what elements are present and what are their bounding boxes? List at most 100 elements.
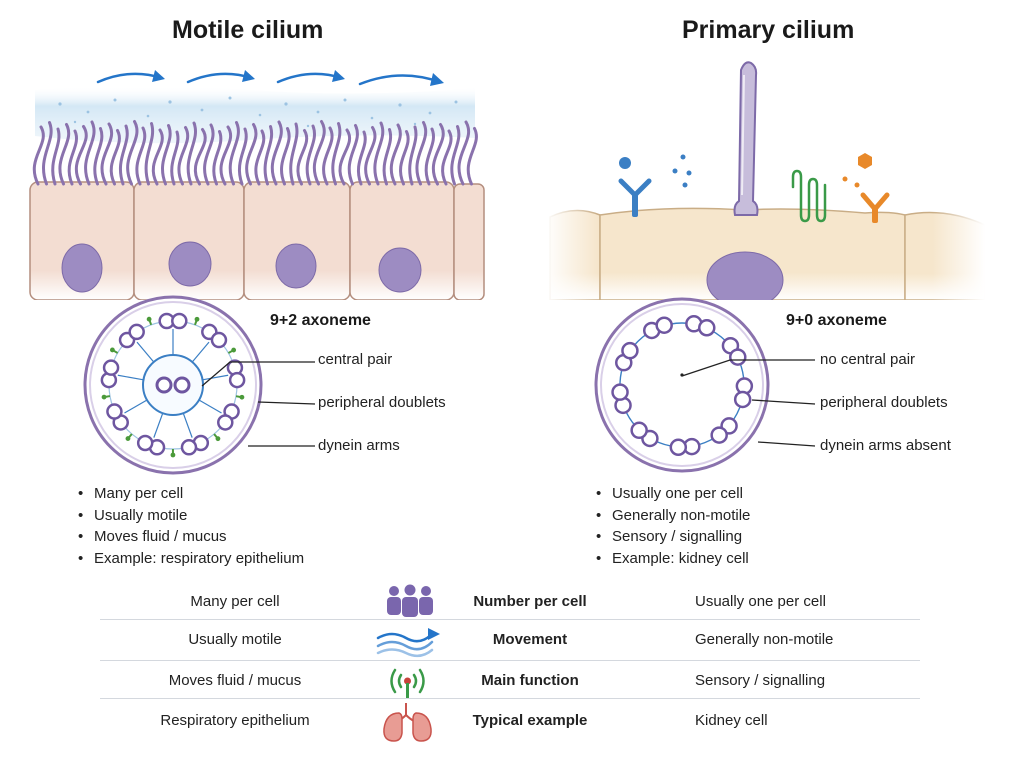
list-item: Usually motile bbox=[76, 505, 304, 527]
list-item: Generally non-motile bbox=[594, 505, 750, 527]
signal-antenna-icon bbox=[390, 668, 425, 699]
primary-cilium-title: Primary cilium bbox=[682, 16, 855, 44]
cilium bbox=[32, 125, 45, 186]
cilium bbox=[161, 124, 172, 186]
cilium bbox=[126, 120, 139, 186]
cilium bbox=[312, 120, 326, 186]
cilium bbox=[109, 129, 121, 186]
lungs-icon bbox=[383, 703, 432, 742]
cilium bbox=[296, 129, 309, 186]
cilium bbox=[457, 120, 471, 186]
motile-bullet-list: Many per cell Usually motile Moves fluid… bbox=[76, 483, 304, 570]
table-cell-primary: Sensory / signalling bbox=[695, 672, 826, 689]
central-pair bbox=[155, 376, 191, 394]
list-item: Sensory / signalling bbox=[594, 526, 750, 548]
cilium bbox=[118, 124, 129, 186]
microtubule-doublet bbox=[170, 434, 210, 458]
list-item: Moves fluid / mucus bbox=[76, 526, 304, 548]
table-row: Many per cell Number per cell Usually on… bbox=[100, 582, 920, 622]
table-row: Usually motile Movement Generally non-mo… bbox=[100, 620, 920, 660]
microtubule-doublet bbox=[642, 316, 673, 340]
axoneme-9-2-leaders bbox=[201, 361, 316, 447]
orange-receptor-icon bbox=[842, 153, 890, 223]
microtubule-doublet bbox=[669, 437, 701, 457]
table-cell-feature: Number per cell bbox=[473, 593, 587, 610]
cilium bbox=[42, 121, 53, 186]
wave-arrow-icon bbox=[376, 628, 440, 658]
callout-peripheral-doublets-primary: peripheral doublets bbox=[820, 394, 948, 411]
cilium bbox=[254, 129, 266, 186]
radial-spoke bbox=[198, 399, 222, 414]
microtubule-doublet bbox=[733, 377, 754, 409]
list-item: Example: respiratory epithelium bbox=[76, 548, 304, 570]
row-divider bbox=[100, 660, 920, 661]
cilium bbox=[399, 130, 410, 186]
list-item: Many per cell bbox=[76, 483, 304, 505]
blue-receptor-icon bbox=[618, 157, 652, 217]
cilium bbox=[347, 124, 359, 186]
cilium bbox=[170, 130, 180, 186]
radial-spoke bbox=[182, 412, 193, 438]
cilium bbox=[144, 122, 155, 186]
motile-cilium-title: Motile cilium bbox=[172, 16, 324, 44]
cilium bbox=[67, 129, 78, 186]
mucus-flow-arrows bbox=[96, 70, 444, 86]
table-cell-motile: Respiratory epithelium bbox=[160, 712, 310, 729]
cilium bbox=[74, 125, 88, 186]
primary-cilium-shaft bbox=[733, 61, 759, 216]
cilium bbox=[289, 122, 299, 186]
cilium bbox=[84, 120, 96, 186]
cilium bbox=[431, 123, 445, 186]
table-cell-motile: Many per cell bbox=[190, 593, 280, 610]
radial-spoke bbox=[153, 412, 164, 438]
list-item: Example: kidney cell bbox=[594, 548, 750, 570]
cilium bbox=[338, 128, 351, 186]
cilium bbox=[186, 121, 197, 186]
cilium bbox=[151, 128, 164, 186]
cilium bbox=[441, 129, 453, 186]
motile-epithelium-illustration bbox=[29, 70, 485, 300]
list-item: Usually one per cell bbox=[594, 483, 750, 505]
people-icon bbox=[387, 584, 433, 617]
cilium bbox=[58, 123, 71, 186]
table-cell-motile: Usually motile bbox=[188, 631, 282, 648]
microtubule-doublet bbox=[630, 421, 659, 448]
microtubule-doublet bbox=[158, 312, 200, 330]
cilium bbox=[357, 130, 367, 186]
row-divider bbox=[100, 619, 920, 620]
microtubule-doublet bbox=[226, 359, 246, 400]
cilium bbox=[305, 124, 316, 186]
cilium bbox=[389, 123, 402, 186]
cilium bbox=[219, 125, 232, 186]
axoneme-9-0-diagram bbox=[594, 297, 770, 473]
row-divider bbox=[100, 698, 920, 699]
cilium bbox=[331, 122, 342, 186]
radial-spoke bbox=[191, 341, 210, 363]
table-cell-motile: Moves fluid / mucus bbox=[168, 672, 302, 689]
epithelial-cells bbox=[29, 181, 485, 300]
radial-spoke bbox=[136, 341, 155, 363]
cilium bbox=[408, 125, 418, 186]
cell-nuclei bbox=[61, 241, 422, 293]
microtubule-doublet bbox=[685, 315, 716, 337]
cilium bbox=[212, 130, 223, 186]
primary-cilium-illustration bbox=[545, 61, 985, 300]
table-row: Moves fluid / mucus Main function Sensor… bbox=[100, 661, 920, 701]
callout-central-pair: central pair bbox=[318, 351, 393, 368]
primary-bullet-list: Usually one per cell Generally non-motil… bbox=[594, 483, 750, 570]
cilium bbox=[373, 121, 385, 186]
cilium bbox=[424, 127, 435, 186]
cilium bbox=[280, 127, 291, 186]
microtubule-doublet bbox=[721, 336, 747, 366]
microtubule-doublet bbox=[213, 403, 240, 442]
cilium bbox=[237, 127, 248, 186]
axoneme-9-2-title: 9+2 axoneme bbox=[270, 312, 371, 329]
cilium bbox=[415, 121, 428, 186]
table-cell-primary: Usually one per cell bbox=[695, 593, 826, 610]
axoneme-9-0-leaders bbox=[681, 359, 816, 447]
table-cell-feature: Typical example bbox=[472, 712, 588, 729]
microtubule-doublet bbox=[118, 316, 153, 349]
table-cell-feature: Movement bbox=[492, 631, 568, 648]
callout-dynein-arms: dynein arms bbox=[318, 437, 400, 454]
primary-nucleus bbox=[706, 251, 784, 300]
